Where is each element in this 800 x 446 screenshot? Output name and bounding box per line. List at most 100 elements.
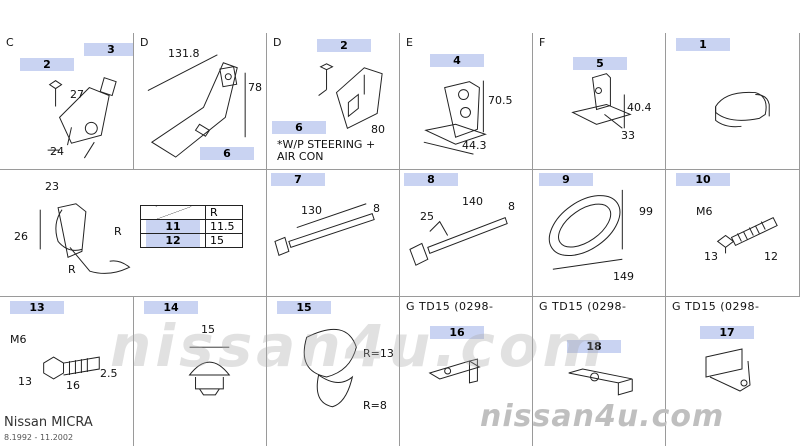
cell-part-8: 8 140 25 8 (400, 170, 533, 297)
cell-part-16: G TD15 (0298- 16 (400, 297, 533, 446)
dimension-label: 27 (70, 88, 84, 101)
dimension-label: 15 (201, 323, 215, 336)
cell-part-13: 13 M6 13 16 2.5 (0, 297, 134, 446)
part-number-label[interactable]: 5 (573, 57, 627, 70)
radius-label: R=8 (363, 399, 387, 412)
dimension-label: 140 (462, 195, 483, 208)
cable-tie-drawing (274, 203, 375, 256)
part-number-label[interactable]: 2 (317, 39, 371, 52)
part-number-label[interactable]: 3 (84, 43, 133, 56)
radius-table: R 11 11.5 12 15 (140, 205, 243, 248)
cap-grommet-drawing (715, 91, 770, 128)
dimension-label: 78 (248, 81, 262, 94)
cell-f-part-5: F 5 40.4 33 (533, 33, 666, 170)
part-number-label[interactable]: 9 (539, 173, 593, 186)
group-letter: D (273, 36, 282, 49)
hose-band-drawing (303, 328, 357, 408)
part-number-label[interactable]: 8 (404, 173, 458, 186)
l-bracket-drawing (428, 358, 481, 384)
dimension-label: 26 (14, 230, 28, 243)
cell-e-part-4: E 4 70.5 44.3 (400, 33, 533, 170)
long-bracket-drawing (147, 54, 246, 158)
radius-label: R (114, 225, 122, 238)
part-number-label[interactable]: 11 (146, 220, 200, 233)
dimension-label: 13 (18, 375, 32, 388)
dimension-label: 25 (420, 210, 434, 223)
group-letter: C (6, 36, 14, 49)
cell-d-part-6: D 6 131.8 78 (134, 33, 267, 170)
watermark-logo: nissan4u.com (480, 399, 725, 434)
radius-table-header: R (205, 205, 243, 220)
radius-label: R (68, 263, 76, 276)
mounting-plate-drawing (423, 80, 487, 155)
dimension-label: 8 (373, 202, 380, 215)
part-number-label[interactable]: 18 (567, 340, 621, 353)
part-number-label[interactable]: 15 (277, 301, 331, 314)
angle-bracket-drawing (571, 73, 632, 129)
group-letter: E (406, 36, 413, 49)
cell-part-1: 1 (666, 33, 800, 170)
steering-note: *W/P STEERING + AIR CON (277, 138, 376, 163)
cell-part-14: 14 15 (134, 297, 267, 446)
part-number-label[interactable]: 17 (700, 326, 754, 339)
dimension-label: 24 (50, 145, 64, 158)
part-number-label[interactable]: 6 (200, 147, 254, 160)
bolt-drawing (716, 216, 778, 254)
part-number-label[interactable]: 2 (20, 58, 74, 71)
radius-table-corner (140, 205, 206, 220)
part-number-label[interactable]: 6 (272, 121, 326, 134)
radius-value: 15 (205, 233, 243, 248)
watermark-large: nissan4u.com (110, 312, 607, 380)
cell-part-7: 7 130 8 (267, 170, 400, 297)
oval-grommet-drawing (548, 189, 623, 270)
dimension-label: 16 (66, 379, 80, 392)
hose-clamp-drawing (39, 203, 131, 274)
part-number-label[interactable]: 7 (271, 173, 325, 186)
z-bracket-drawing (705, 348, 751, 392)
model-note: G TD15 (0298- (539, 300, 627, 313)
cable-tie-mount-drawing (409, 216, 508, 266)
model-note: G TD15 (0298- (672, 300, 760, 313)
dimension-label: 33 (621, 129, 635, 142)
model-note: G TD15 (0298- (406, 300, 494, 313)
dimension-label: 40.4 (627, 101, 652, 114)
dimension-label: 80 (371, 123, 385, 136)
part-number-label[interactable]: 13 (10, 301, 64, 314)
dimension-label: 12 (764, 250, 778, 263)
dimension-label: 130 (301, 204, 322, 217)
cell-part-15: 15 R=13 R=8 (267, 297, 400, 446)
footer-dates: 8.1992 - 11.2002 (4, 433, 74, 442)
dimension-label: 23 (45, 180, 59, 193)
thread-size-label: M6 (696, 205, 713, 218)
footer-model: Nissan MICRA (4, 415, 93, 430)
flat-bracket-drawing (568, 368, 633, 396)
cell-d-parts-2-6: D 2 6 80 *W/P STEERING + AIR CON (267, 33, 400, 170)
group-letter: D (140, 36, 149, 49)
cell-part-18: G TD15 (0298- 18 (533, 297, 666, 446)
dimension-label: 149 (613, 270, 634, 283)
cell-clamp-r-table: 23 26 R R (0, 170, 267, 297)
bracket-clip-drawing (47, 77, 117, 159)
part-number-label[interactable]: 16 (430, 326, 484, 339)
steering-bracket-drawing (318, 63, 383, 129)
part-number-label[interactable]: 14 (144, 301, 198, 314)
stud-bolt-drawing (43, 356, 100, 380)
part-number-label[interactable]: 1 (676, 38, 730, 51)
thread-size-label: M6 (10, 333, 27, 346)
dimension-label: 13 (704, 250, 718, 263)
radius-value: 11.5 (205, 219, 243, 234)
cell-part-17: G TD15 (0298- 17 (666, 297, 800, 446)
cell-part-10: 10 M6 13 12 (666, 170, 800, 297)
dimension-label: 8 (508, 200, 515, 213)
dimension-label: 70.5 (488, 94, 513, 107)
dimension-label: 131.8 (168, 47, 200, 60)
dimension-label: 44.3 (462, 139, 487, 152)
radius-label: R=13 (363, 347, 394, 360)
part-number-label[interactable]: 12 (146, 234, 200, 247)
push-clip-drawing (188, 346, 231, 396)
dimension-label: 2.5 (100, 367, 118, 380)
dimension-label: 99 (639, 205, 653, 218)
part-number-label[interactable]: 10 (676, 173, 730, 186)
part-number-label[interactable]: 4 (430, 54, 484, 67)
